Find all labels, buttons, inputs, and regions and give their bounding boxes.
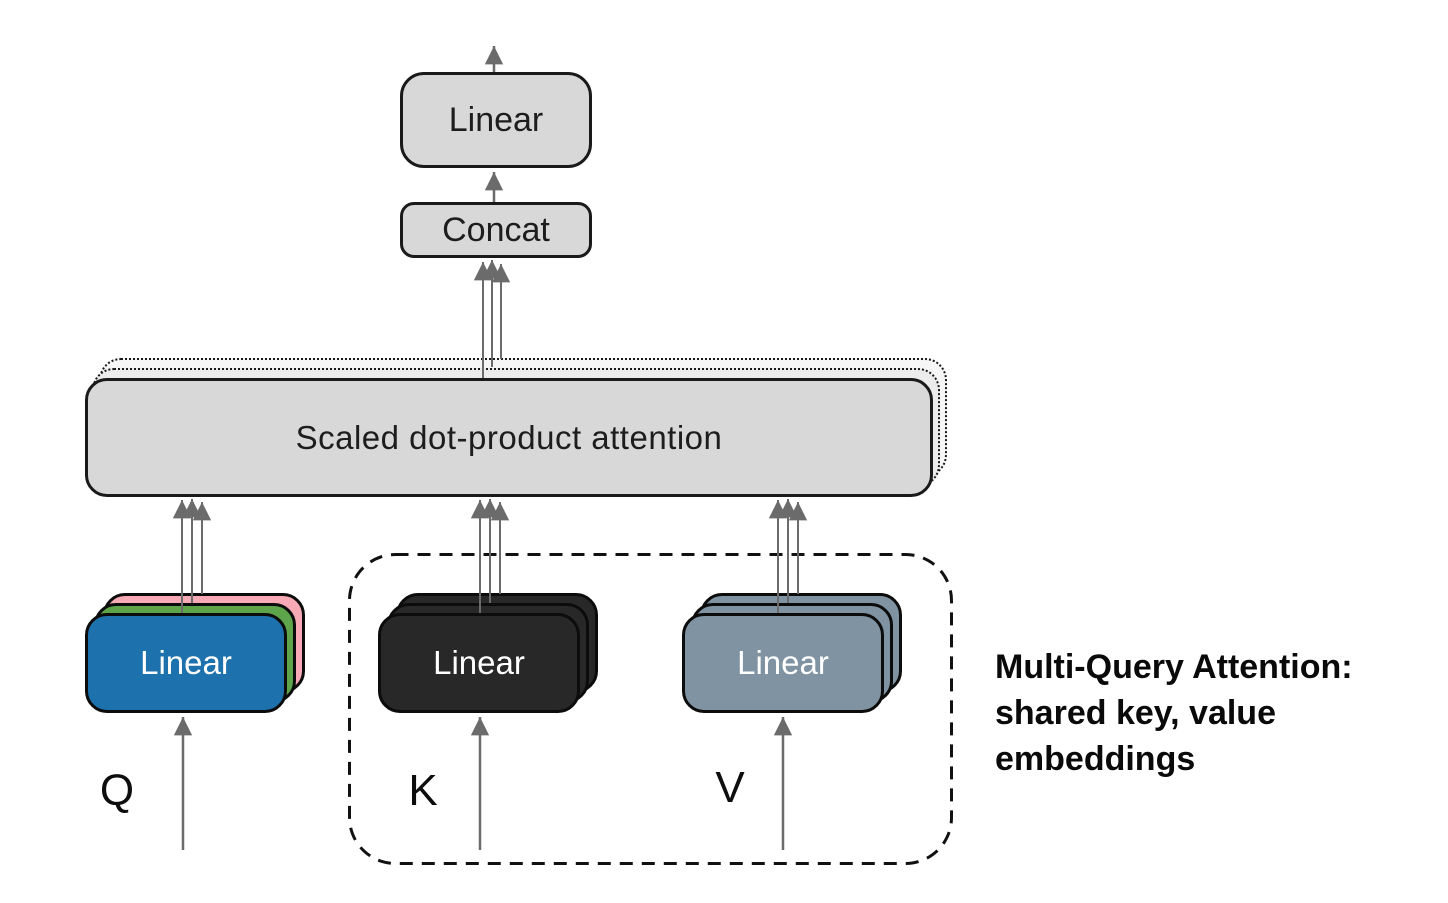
output-linear-box: Linear (400, 72, 592, 168)
v-linear-box: Linear (682, 613, 884, 713)
k-input-label: K (408, 766, 438, 815)
concat-box: Concat (400, 202, 592, 258)
attention-box-label: Scaled dot-product attention (295, 418, 723, 456)
output-linear-label: Linear (448, 100, 544, 139)
q-input-label: Q (99, 766, 135, 815)
q-linear-box: Linear (85, 613, 287, 713)
k-linear-label: Linear (433, 644, 525, 681)
v-input-label: V (715, 763, 745, 812)
q-linear-label: Linear (140, 644, 232, 681)
v-linear-label: Linear (737, 644, 829, 681)
k-linear-box: Linear (378, 613, 580, 713)
concat-label: Concat (442, 210, 550, 249)
caption-text: Multi-Query Attention: shared key, value… (995, 648, 1353, 778)
scaled-dot-product-attention-box: Scaled dot-product attention (85, 378, 933, 497)
